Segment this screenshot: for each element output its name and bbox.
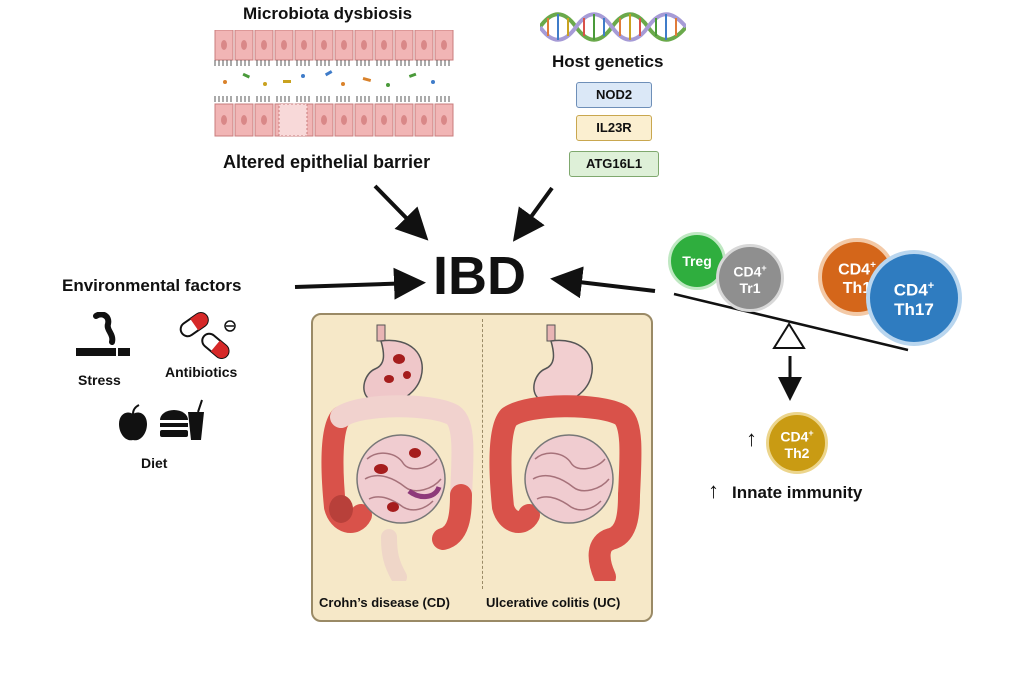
host-genetics-title: Host genetics xyxy=(552,52,664,71)
th2-plus: + xyxy=(808,428,814,439)
tr1-label: Tr1 xyxy=(739,279,761,296)
epithelium-illustration xyxy=(214,30,454,137)
arrow-barrier-to-ibd xyxy=(373,184,429,241)
crohns-gut-illustration xyxy=(321,324,474,581)
antibiotics-label: Antibiotics xyxy=(165,364,238,380)
panel-divider xyxy=(482,319,483,589)
arrow-genetics-to-ibd xyxy=(512,186,554,242)
cd4-th17-cell: CD4+ Th17 xyxy=(866,250,962,346)
innate-immunity-label: Innate immunity xyxy=(732,483,863,502)
th2-up-arrow: ↑ xyxy=(746,426,757,451)
apple-icon xyxy=(119,404,147,441)
treg-label: Treg xyxy=(682,253,712,269)
crohns-disease-label: Crohn’s disease (CD) xyxy=(319,595,450,610)
tr1-cd4-label: CD4 xyxy=(733,263,762,280)
disease-panel: Crohn’s disease (CD) Ulcerative colitis … xyxy=(311,313,653,622)
microbiota-title: Microbiota dysbiosis xyxy=(243,4,413,23)
th17-cd4-label: CD4 xyxy=(893,280,928,300)
th1-label: Th1 xyxy=(842,280,872,298)
microbes xyxy=(223,70,435,87)
balance-scale xyxy=(673,292,909,352)
arrow-immunity-to-ibd xyxy=(550,266,656,299)
th1-cd4-label: CD4 xyxy=(838,261,871,279)
ulcerative-colitis-label: Ulcerative colitis (UC) xyxy=(486,595,621,610)
environmental-factors-title: Environmental factors xyxy=(62,276,242,295)
th2-label: Th2 xyxy=(784,444,810,461)
gene-atg16l1: ATG16L1 xyxy=(569,151,659,177)
ulcerative-colitis-gut-illustration xyxy=(489,324,642,581)
ibd-title: IBD xyxy=(433,246,526,306)
smoking-icon xyxy=(76,312,130,356)
th17-plus: + xyxy=(927,279,935,292)
cd4-th2-cell: CD4+ Th2 xyxy=(766,412,828,474)
innate-up-arrow: ↑ xyxy=(708,478,719,503)
diet-label: Diet xyxy=(141,455,168,471)
antibiotics-icon xyxy=(179,312,236,360)
stress-label: Stress xyxy=(78,372,121,388)
fast-food-icon xyxy=(160,399,204,440)
th1-plus: + xyxy=(870,259,876,271)
cd4-tr1-cell: CD4+ Tr1 xyxy=(716,244,784,312)
tr1-plus: + xyxy=(761,263,767,274)
arrow-environment-to-ibd xyxy=(294,267,426,300)
dna-helix-icon xyxy=(540,12,686,42)
th17-label: Th17 xyxy=(894,300,934,320)
barrier-breach xyxy=(278,103,308,137)
gene-nod2: NOD2 xyxy=(576,82,652,108)
th2-cd4-label: CD4 xyxy=(780,428,809,445)
barrier-label: Altered epithelial barrier xyxy=(223,152,431,172)
gene-il23r: IL23R xyxy=(576,115,652,141)
